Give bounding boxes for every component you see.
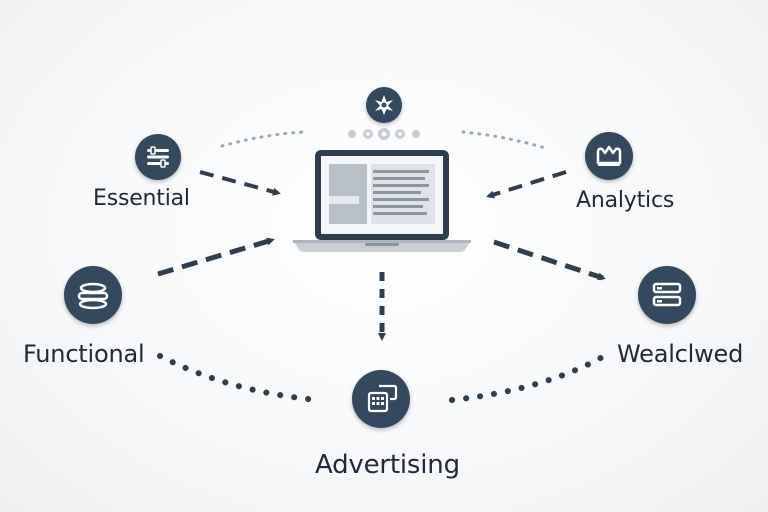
sliders-icon <box>135 134 181 180</box>
node-label-functional: Functional <box>23 340 145 368</box>
arrow-essential-to-laptop <box>199 170 281 196</box>
laptop-icon <box>293 148 471 252</box>
node-label-essential: Essential <box>93 186 190 211</box>
dotted-curve-functional-to-advertising <box>157 353 321 403</box>
server-list-icon <box>638 266 696 324</box>
stacked-layers-icon <box>64 266 122 324</box>
top-left-dotted-arc <box>220 130 307 148</box>
top-right-dotted-arc <box>461 130 547 150</box>
arrow-functional-to-laptop <box>157 237 275 277</box>
dotted-curve-advertising-to-wealclwed <box>449 352 609 403</box>
calculator-chat-icon <box>352 370 410 428</box>
gear-cluster-icon <box>348 128 420 140</box>
node-label-advertising: Advertising <box>315 450 460 480</box>
arrow-laptop-to-wealclwed <box>493 239 606 281</box>
node-label-wealclwed: Wealclwed <box>617 340 744 368</box>
arrow-analytics-to-laptop <box>486 170 567 199</box>
star-burst-icon <box>366 87 402 123</box>
node-label-analytics: Analytics <box>576 188 675 213</box>
crown-icon <box>585 132 633 180</box>
